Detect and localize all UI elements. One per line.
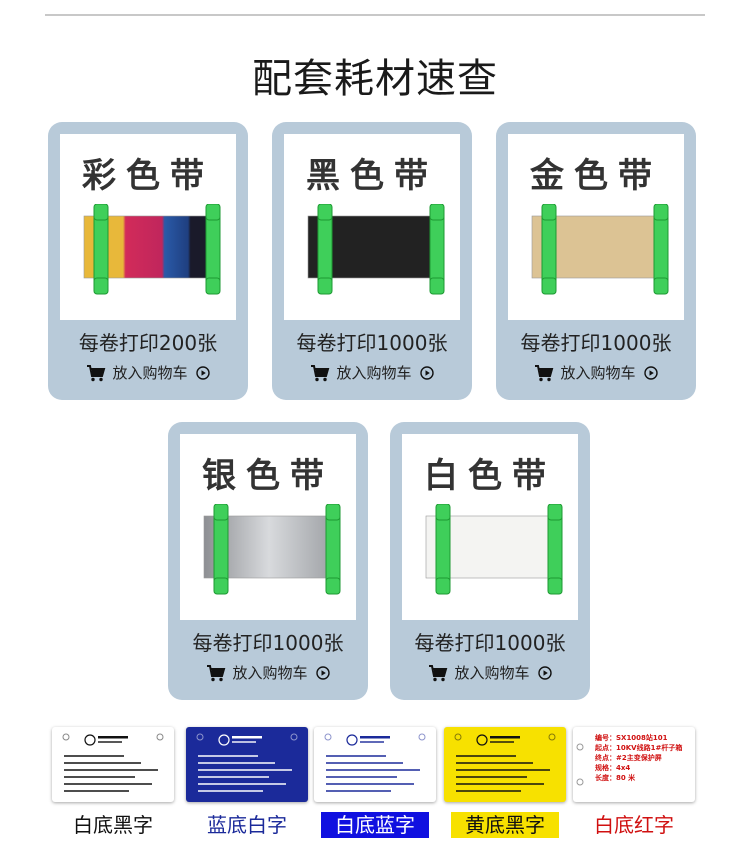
card-image-panel: 白色带: [402, 434, 578, 620]
ribbon-image: [83, 204, 221, 295]
shopping-cart-icon: [429, 664, 448, 681]
sample-card-art: [576, 743, 584, 786]
sample-label: 蓝底白字: [193, 812, 301, 838]
add-to-cart-button[interactable]: 放入购物车: [390, 662, 590, 683]
ribbon-card[interactable]: 黑色带 每卷打印1000张 放入购物车: [272, 122, 472, 400]
card-name: 银色带: [202, 456, 334, 496]
sample-text-line: 编号：SX1008站101: [595, 734, 668, 742]
sample-text-line: 终点：#2主变保护屏: [595, 754, 662, 762]
card-print-count: 每卷打印1000张: [520, 331, 672, 355]
add-to-cart-button[interactable]: 放入购物车: [168, 662, 368, 683]
add-to-cart-button[interactable]: 放入购物车: [48, 362, 248, 383]
play-circle-icon: [419, 365, 434, 380]
ribbon-card[interactable]: 金色带 每卷打印1000张 放入购物车: [496, 122, 696, 400]
sample-card-art: [196, 733, 298, 792]
ribbon-card[interactable]: 彩色带 每卷打印200张 放入购物车: [48, 122, 248, 400]
play-circle-icon: [195, 365, 210, 380]
sample-text-line: 长度：80 米: [595, 774, 636, 782]
sample-text-line: 起点：10KV线路1#杆子箱: [595, 744, 683, 752]
card-name: 白色带: [424, 456, 556, 496]
sample-label: 白底蓝字: [321, 812, 429, 838]
card-print-count: 每卷打印1000张: [414, 631, 566, 655]
label-sample-card: 编号：SX1008站101 起点：10KV线路1#杆子箱终点：#2主变保护屏规格：…: [573, 727, 695, 802]
card-print-count: 每卷打印1000张: [192, 631, 344, 655]
shopping-cart-icon: [311, 364, 330, 381]
play-circle-icon: [537, 665, 552, 680]
card-print-count: 每卷打印1000张: [296, 331, 448, 355]
add-to-cart-label: 放入购物车: [336, 364, 412, 382]
card-image-panel: 黑色带: [284, 134, 460, 320]
sample-label: 白底黑字: [59, 812, 167, 838]
ribbon-image: [307, 204, 445, 295]
top-divider: [45, 14, 705, 16]
card-image-panel: 彩色带: [60, 134, 236, 320]
label-sample-card: [314, 727, 436, 802]
add-to-cart-label: 放入购物车: [112, 364, 188, 382]
label-sample-card: [52, 727, 174, 802]
ribbon-image: [425, 504, 563, 595]
label-sample-card: [444, 727, 566, 802]
add-to-cart-button[interactable]: 放入购物车: [496, 362, 696, 383]
shopping-cart-icon: [87, 364, 106, 381]
card-name: 彩色带: [82, 156, 214, 196]
shopping-cart-icon: [207, 664, 226, 681]
shopping-cart-icon: [535, 364, 554, 381]
sample-label: 白底红字: [580, 812, 688, 838]
ribbon-card[interactable]: 白色带 每卷打印1000张 放入购物车: [390, 422, 590, 700]
sample-text-line: 规格：4x4: [595, 764, 631, 772]
label-sample-card: [186, 727, 308, 802]
play-circle-icon: [315, 665, 330, 680]
add-to-cart-label: 放入购物车: [560, 364, 636, 382]
sample-card-art: [62, 733, 164, 792]
ribbon-image: [531, 204, 669, 295]
ribbon-card[interactable]: 银色带 每卷打印1000张 放入购物车: [168, 422, 368, 700]
sample-label: 黄底黑字: [451, 812, 559, 838]
card-name: 金色带: [530, 156, 662, 196]
sample-card-art: [454, 733, 556, 792]
page-title: 配套耗材速查: [252, 56, 498, 102]
card-image-panel: 银色带: [180, 434, 356, 620]
add-to-cart-label: 放入购物车: [454, 664, 530, 682]
card-name: 黑色带: [306, 156, 438, 196]
add-to-cart-label: 放入购物车: [232, 664, 308, 682]
play-circle-icon: [643, 365, 658, 380]
card-image-panel: 金色带: [508, 134, 684, 320]
add-to-cart-button[interactable]: 放入购物车: [272, 362, 472, 383]
sample-card-art: [324, 733, 426, 792]
card-print-count: 每卷打印200张: [78, 331, 218, 355]
ribbon-image: [203, 504, 341, 595]
